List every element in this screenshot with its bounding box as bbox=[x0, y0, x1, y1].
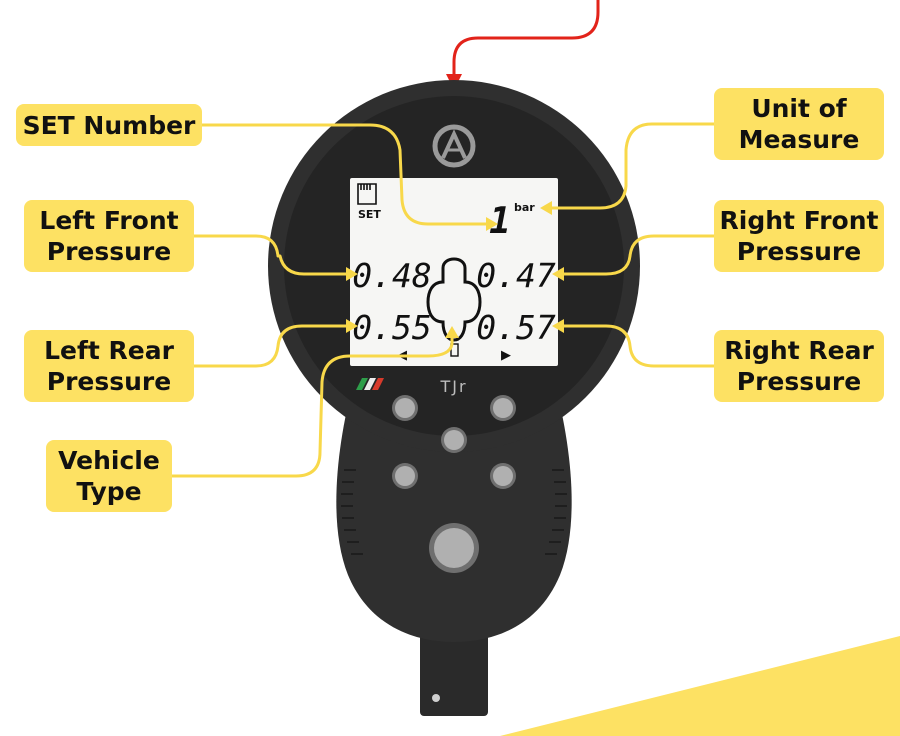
arrowhead-vehicle-type bbox=[445, 326, 459, 338]
button-mid-left[interactable] bbox=[392, 463, 418, 489]
leader-left-rear bbox=[192, 324, 352, 368]
leader-right-rear bbox=[558, 324, 716, 368]
button-top-right[interactable] bbox=[490, 395, 516, 421]
leader-set-number bbox=[200, 123, 490, 226]
leader-right-front bbox=[558, 234, 716, 276]
sd-card-icon bbox=[357, 183, 377, 205]
red-pointer-line bbox=[452, 0, 600, 78]
arrowhead-left-rear bbox=[346, 319, 358, 333]
right-arrow-icon: ▶ bbox=[501, 348, 511, 363]
callout-vehicle-type-line-1: Vehicle bbox=[58, 446, 160, 475]
callout-set-number: SET Number bbox=[16, 104, 202, 146]
callout-left-rear-line-1: Left Rear bbox=[44, 336, 174, 365]
callout-left-rear-line-2: Pressure bbox=[46, 367, 172, 396]
leader-unit bbox=[546, 122, 716, 210]
callout-vehicle-type-line-2: Type bbox=[76, 477, 142, 506]
callout-left-front-pressure: Left Front Pressure bbox=[24, 200, 194, 272]
callout-right-rear-line-1: Right Rear bbox=[724, 336, 874, 365]
leader-left-front bbox=[192, 234, 352, 276]
arrowhead-unit bbox=[540, 201, 552, 215]
set-caption: SET bbox=[358, 208, 381, 221]
callout-left-rear-pressure: Left Rear Pressure bbox=[24, 330, 194, 402]
flag-stripes-icon bbox=[356, 378, 384, 390]
callout-right-rear-line-2: Pressure bbox=[736, 367, 862, 396]
callout-right-rear-pressure: Right Rear Pressure bbox=[714, 330, 884, 402]
callout-unit-of-measure: Unit of Measure bbox=[714, 88, 884, 160]
callout-left-front-line-2: Pressure bbox=[46, 237, 172, 266]
arrowhead-left-front bbox=[346, 267, 358, 281]
arrowhead-set-number bbox=[486, 217, 498, 231]
right-front-value: 0.47 bbox=[476, 256, 556, 295]
set-number-value: 1 bbox=[489, 201, 511, 242]
leader-vehicle-type bbox=[170, 334, 454, 478]
button-center[interactable] bbox=[441, 427, 467, 453]
callout-unit-line-1: Unit of bbox=[751, 94, 847, 123]
callout-unit-line-2: Measure bbox=[738, 125, 860, 154]
brand-logo-icon bbox=[432, 124, 476, 168]
right-rear-value: 0.57 bbox=[476, 308, 556, 347]
callout-right-front-line-2: Pressure bbox=[736, 237, 862, 266]
button-main[interactable] bbox=[429, 523, 479, 573]
callout-vehicle-type: Vehicle Type bbox=[46, 440, 172, 512]
vehicle-outline-icon bbox=[426, 257, 482, 342]
button-top-left[interactable] bbox=[392, 395, 418, 421]
model-label: TJr bbox=[439, 377, 467, 396]
callout-left-front-line-1: Left Front bbox=[39, 206, 179, 235]
arrowhead-right-rear bbox=[552, 319, 564, 333]
lcd-screen bbox=[350, 178, 558, 366]
arrowhead-right-front bbox=[552, 267, 564, 281]
callout-right-front-pressure: Right Front Pressure bbox=[714, 200, 884, 272]
left-front-value: 0.48 bbox=[352, 256, 431, 295]
left-rear-value: 0.55 bbox=[352, 308, 431, 347]
corner-accent bbox=[500, 636, 900, 736]
callout-set-number-text: SET Number bbox=[22, 110, 196, 140]
slot-hole bbox=[432, 694, 440, 702]
callout-right-front-line-1: Right Front bbox=[719, 206, 879, 235]
unit-value: bar bbox=[514, 201, 535, 214]
button-mid-right[interactable] bbox=[490, 463, 516, 489]
